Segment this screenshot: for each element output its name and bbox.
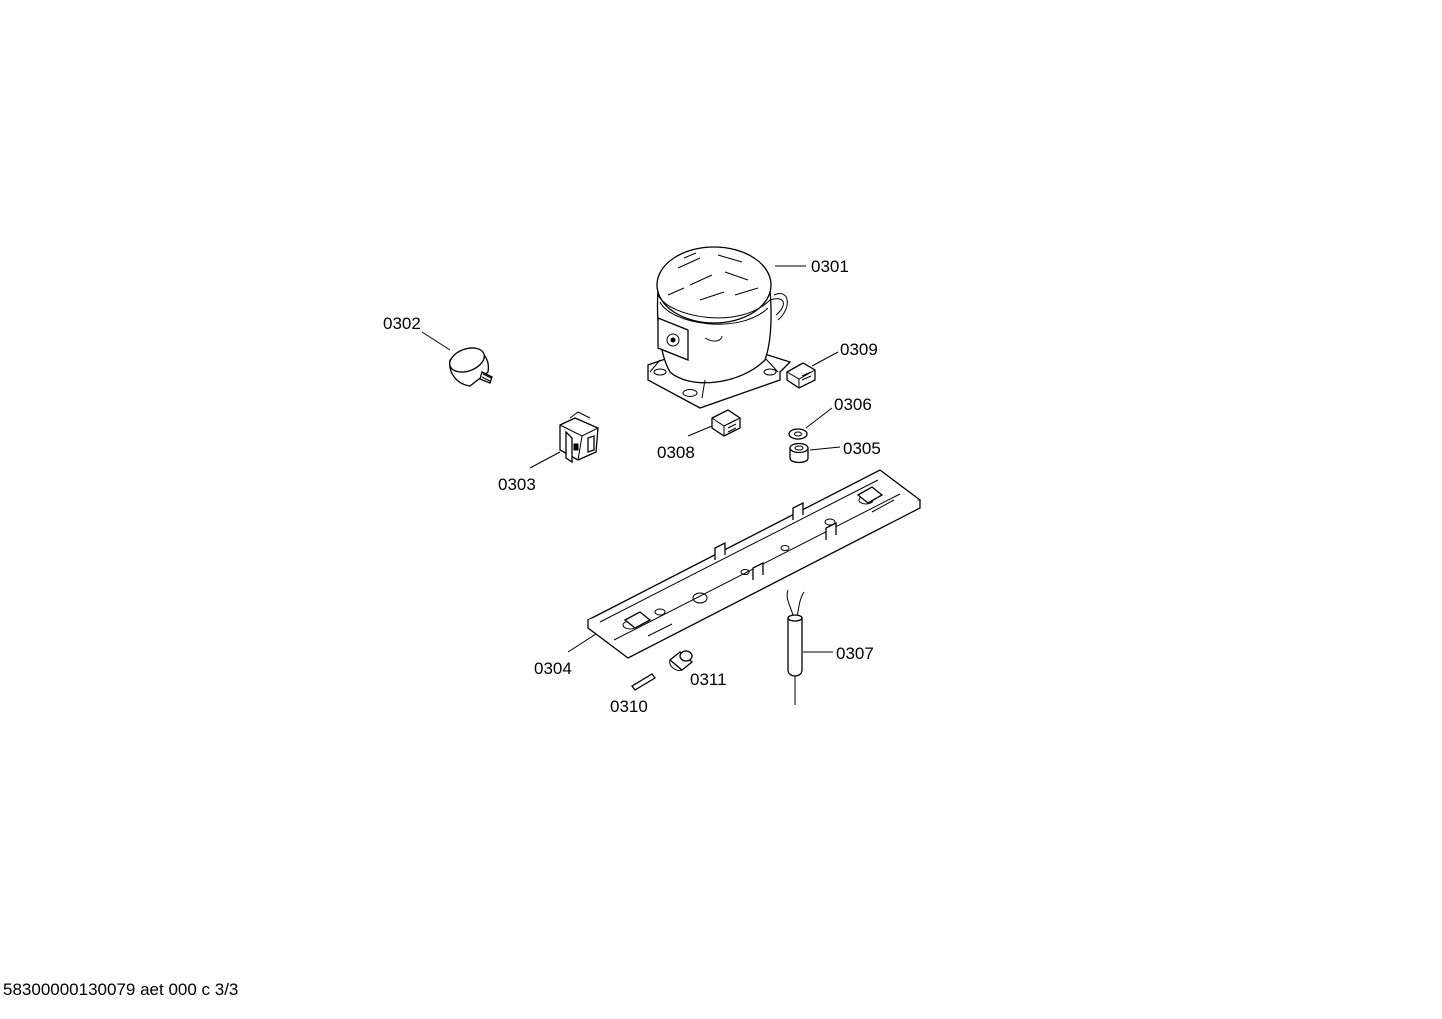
leader-line-0303 bbox=[529, 451, 561, 469]
leader-line-0305 bbox=[809, 446, 841, 451]
connector-icon[interactable] bbox=[711, 409, 741, 437]
compressor-icon[interactable] bbox=[647, 246, 792, 409]
part-label-0301[interactable]: 0301 bbox=[811, 257, 849, 276]
mounting-rail-icon[interactable] bbox=[586, 469, 922, 659]
drawing-number: 58300000130079 aet 000 c 3/3 bbox=[3, 980, 239, 999]
relay-icon[interactable] bbox=[559, 411, 599, 464]
leader-line-0302 bbox=[421, 331, 451, 351]
leader-line-0304 bbox=[567, 633, 597, 653]
dryer-filter-icon[interactable] bbox=[786, 589, 805, 705]
washer-icon[interactable] bbox=[788, 428, 808, 440]
part-label-0311[interactable]: 0311 bbox=[690, 670, 727, 689]
part-label-0307[interactable]: 0307 bbox=[836, 644, 874, 663]
connector-icon[interactable] bbox=[786, 362, 816, 389]
leader-line-0308 bbox=[687, 425, 713, 437]
leader-line-0306 bbox=[805, 407, 833, 429]
part-label-0309[interactable]: 0309 bbox=[840, 340, 878, 359]
part-label-0304[interactable]: 0304 bbox=[534, 659, 572, 678]
bushing-icon[interactable] bbox=[668, 650, 694, 671]
part-label-0310[interactable]: 0310 bbox=[610, 697, 648, 716]
rubber-damper-icon[interactable] bbox=[446, 344, 493, 387]
pin-icon[interactable] bbox=[631, 673, 656, 691]
part-label-0308[interactable]: 0308 bbox=[657, 443, 695, 462]
part-label-0302[interactable]: 0302 bbox=[383, 314, 421, 333]
sleeve-icon[interactable] bbox=[789, 442, 809, 464]
part-label-0303[interactable]: 0303 bbox=[498, 475, 536, 494]
leader-line-0309 bbox=[811, 351, 839, 367]
part-label-0305[interactable]: 0305 bbox=[843, 439, 881, 458]
part-label-0306[interactable]: 0306 bbox=[834, 395, 872, 414]
